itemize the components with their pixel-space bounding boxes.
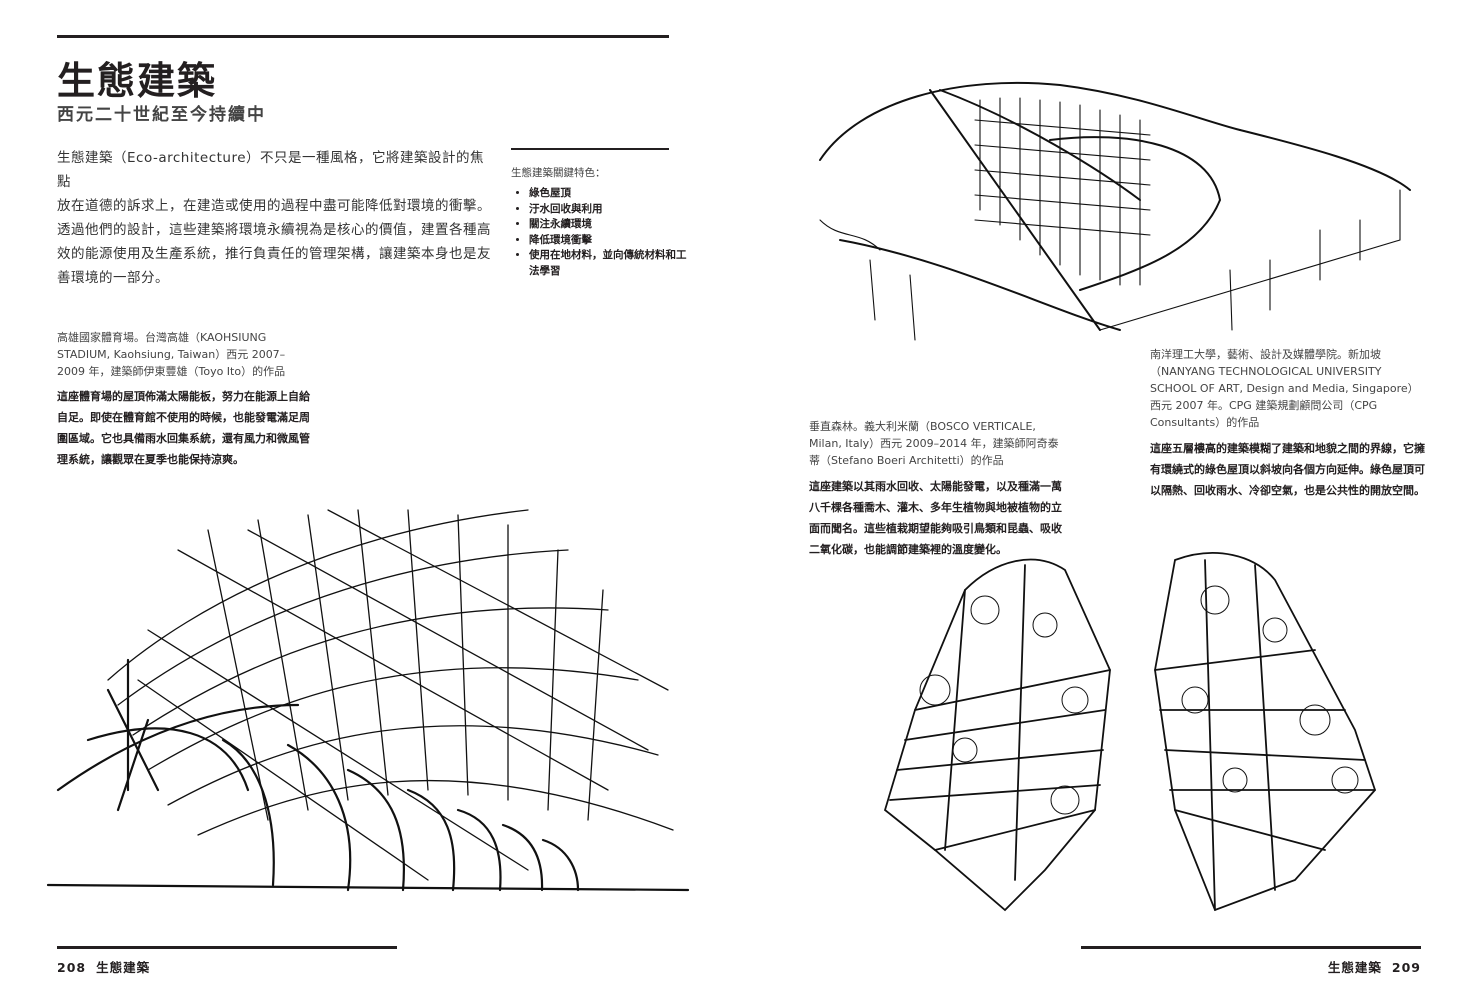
caption-line: 垂直森林。義大利米蘭（BOSCO VERTICALE, (809, 420, 1036, 433)
description-line: 理系統，讓觀眾在夏季也能保持涼爽。 (57, 453, 244, 466)
caption-line: 高雄國家體育場。台灣高雄（KAOHSIUNG (57, 331, 267, 344)
nanyang-caption: 南洋理工大學，藝術、設計及媒體學院。新加坡 （NANYANG TECHNOLOG… (1150, 346, 1430, 431)
description-line: 圍區域。它也具備雨水回集系統，還有風力和微風管 (57, 432, 310, 445)
caption-line: 2009 年，建築師伊東豐雄（Toyo Ito）的作品 (57, 365, 286, 378)
page-number: 208 (57, 960, 87, 975)
intro-line: 透過他們的設計，這些建築將環境永續視為是核心的價值，建置各種高 (57, 222, 491, 238)
nanyang-description: 這座五層樓高的建築模糊了建築和地貌之間的界線，它擁 有環繞式的綠色屋頂以斜坡向各… (1150, 438, 1435, 501)
page-title: 生態建築 (57, 59, 218, 103)
kaohsiung-stadium-illustration (46, 509, 690, 892)
description-line: 這座體育場的屋頂佈滿太陽能板，努力在能源上自給 (57, 390, 310, 403)
kaohsiung-description: 這座體育場的屋頂佈滿太陽能板，努力在能源上自給 自足。即使在體育館不使用的時候，… (57, 386, 357, 470)
caption-line: Consultants）的作品 (1150, 416, 1260, 429)
feature-item: 降低環境衝擊 (529, 233, 689, 249)
features-rule (511, 148, 669, 150)
caption-line: Milan, Italy）西元 2009–2014 年，建築師阿奇泰 (809, 437, 1059, 450)
bottom-rule-right (1081, 946, 1421, 949)
features-heading: 生態建築關鍵特色： (511, 167, 606, 179)
caption-line: 南洋理工大學，藝術、設計及媒體學院。新加坡 (1150, 348, 1381, 361)
description-line: 這座五層樓高的建築模糊了建築和地貌之間的界線，它擁 (1150, 442, 1425, 455)
page-number: 209 (1391, 960, 1421, 975)
description-line: 八千棵各種喬木、灌木、多年生植物與地被植物的立 (809, 501, 1062, 514)
top-rule-left (57, 35, 669, 38)
running-head: 生態建築 (1327, 960, 1382, 975)
caption-line: 蒂（Stefano Boeri Architetti）的作品 (809, 454, 1004, 467)
intro-paragraph: 生態建築（Eco-architecture）不只是一種風格，它將建築設計的焦點 … (57, 146, 497, 290)
intro-line: 效的能源使用及生產系統，推行負責任的管理架構，讓建築本身也是友 (57, 246, 491, 262)
caption-line: SCHOOL OF ART, Design and Media, Singapo… (1150, 382, 1419, 395)
intro-line: 生態建築（Eco-architecture）不只是一種風格，它將建築設計的焦點 (57, 150, 485, 190)
bosco-caption: 垂直森林。義大利米蘭（BOSCO VERTICALE, Milan, Italy… (809, 418, 1069, 469)
nanyang-school-illustration (819, 81, 1411, 341)
description-line: 這座建築以其雨水回收、太陽能發電，以及種滿一萬 (809, 480, 1062, 493)
running-head: 生態建築 (96, 960, 151, 975)
feature-item: 使用在地材料，並向傳統材料和工法學習 (529, 248, 689, 279)
caption-line: 西元 2007 年。CPG 建築規劃顧問公司（CPG (1150, 399, 1378, 412)
caption-line: STADIUM, Kaohsiung, Taiwan）西元 2007– (57, 348, 286, 361)
description-line: 以隔熱、回收雨水、冷卻空氣，也是公共性的開放空間。 (1150, 484, 1425, 497)
bottom-rule-left (57, 946, 397, 949)
bosco-description: 這座建築以其雨水回收、太陽能發電，以及種滿一萬 八千棵各種喬木、灌木、多年生植物… (809, 476, 1069, 560)
intro-line: 放在道德的訴求上，在建造或使用的過程中盡可能降低對環境的衝擊。 (57, 198, 491, 214)
intro-line: 善環境的一部分。 (57, 270, 169, 286)
folio-left: 208 生態建築 (57, 957, 150, 976)
folio-right: 生態建築 209 (1328, 957, 1421, 976)
feature-item: 汙水回收與利用 (529, 202, 689, 218)
description-line: 自足。即使在體育館不使用的時候，也能發電滿足周 (57, 411, 310, 424)
caption-line: （NANYANG TECHNOLOGICAL UNIVERSITY (1150, 365, 1382, 378)
page-subtitle: 西元二十世紀至今持續中 (57, 105, 266, 125)
bosco-verticale-illustration (883, 552, 1377, 912)
feature-item: 綠色屋頂 (529, 186, 689, 202)
description-line: 面而聞名。這些植栽期望能夠吸引鳥類和昆蟲、吸收 (809, 522, 1062, 535)
description-line: 二氧化碳，也能調節建築裡的溫度變化。 (809, 543, 1007, 556)
feature-item: 關注永續環境 (529, 217, 689, 233)
kaohsiung-caption: 高雄國家體育場。台灣高雄（KAOHSIUNG STADIUM, Kaohsiun… (57, 329, 357, 380)
description-line: 有環繞式的綠色屋頂以斜坡向各個方向延伸。綠色屋頂可 (1150, 463, 1425, 476)
features-list: 綠色屋頂 汙水回收與利用 關注永續環境 降低環境衝擊 使用在地材料，並向傳統材料… (511, 186, 689, 279)
